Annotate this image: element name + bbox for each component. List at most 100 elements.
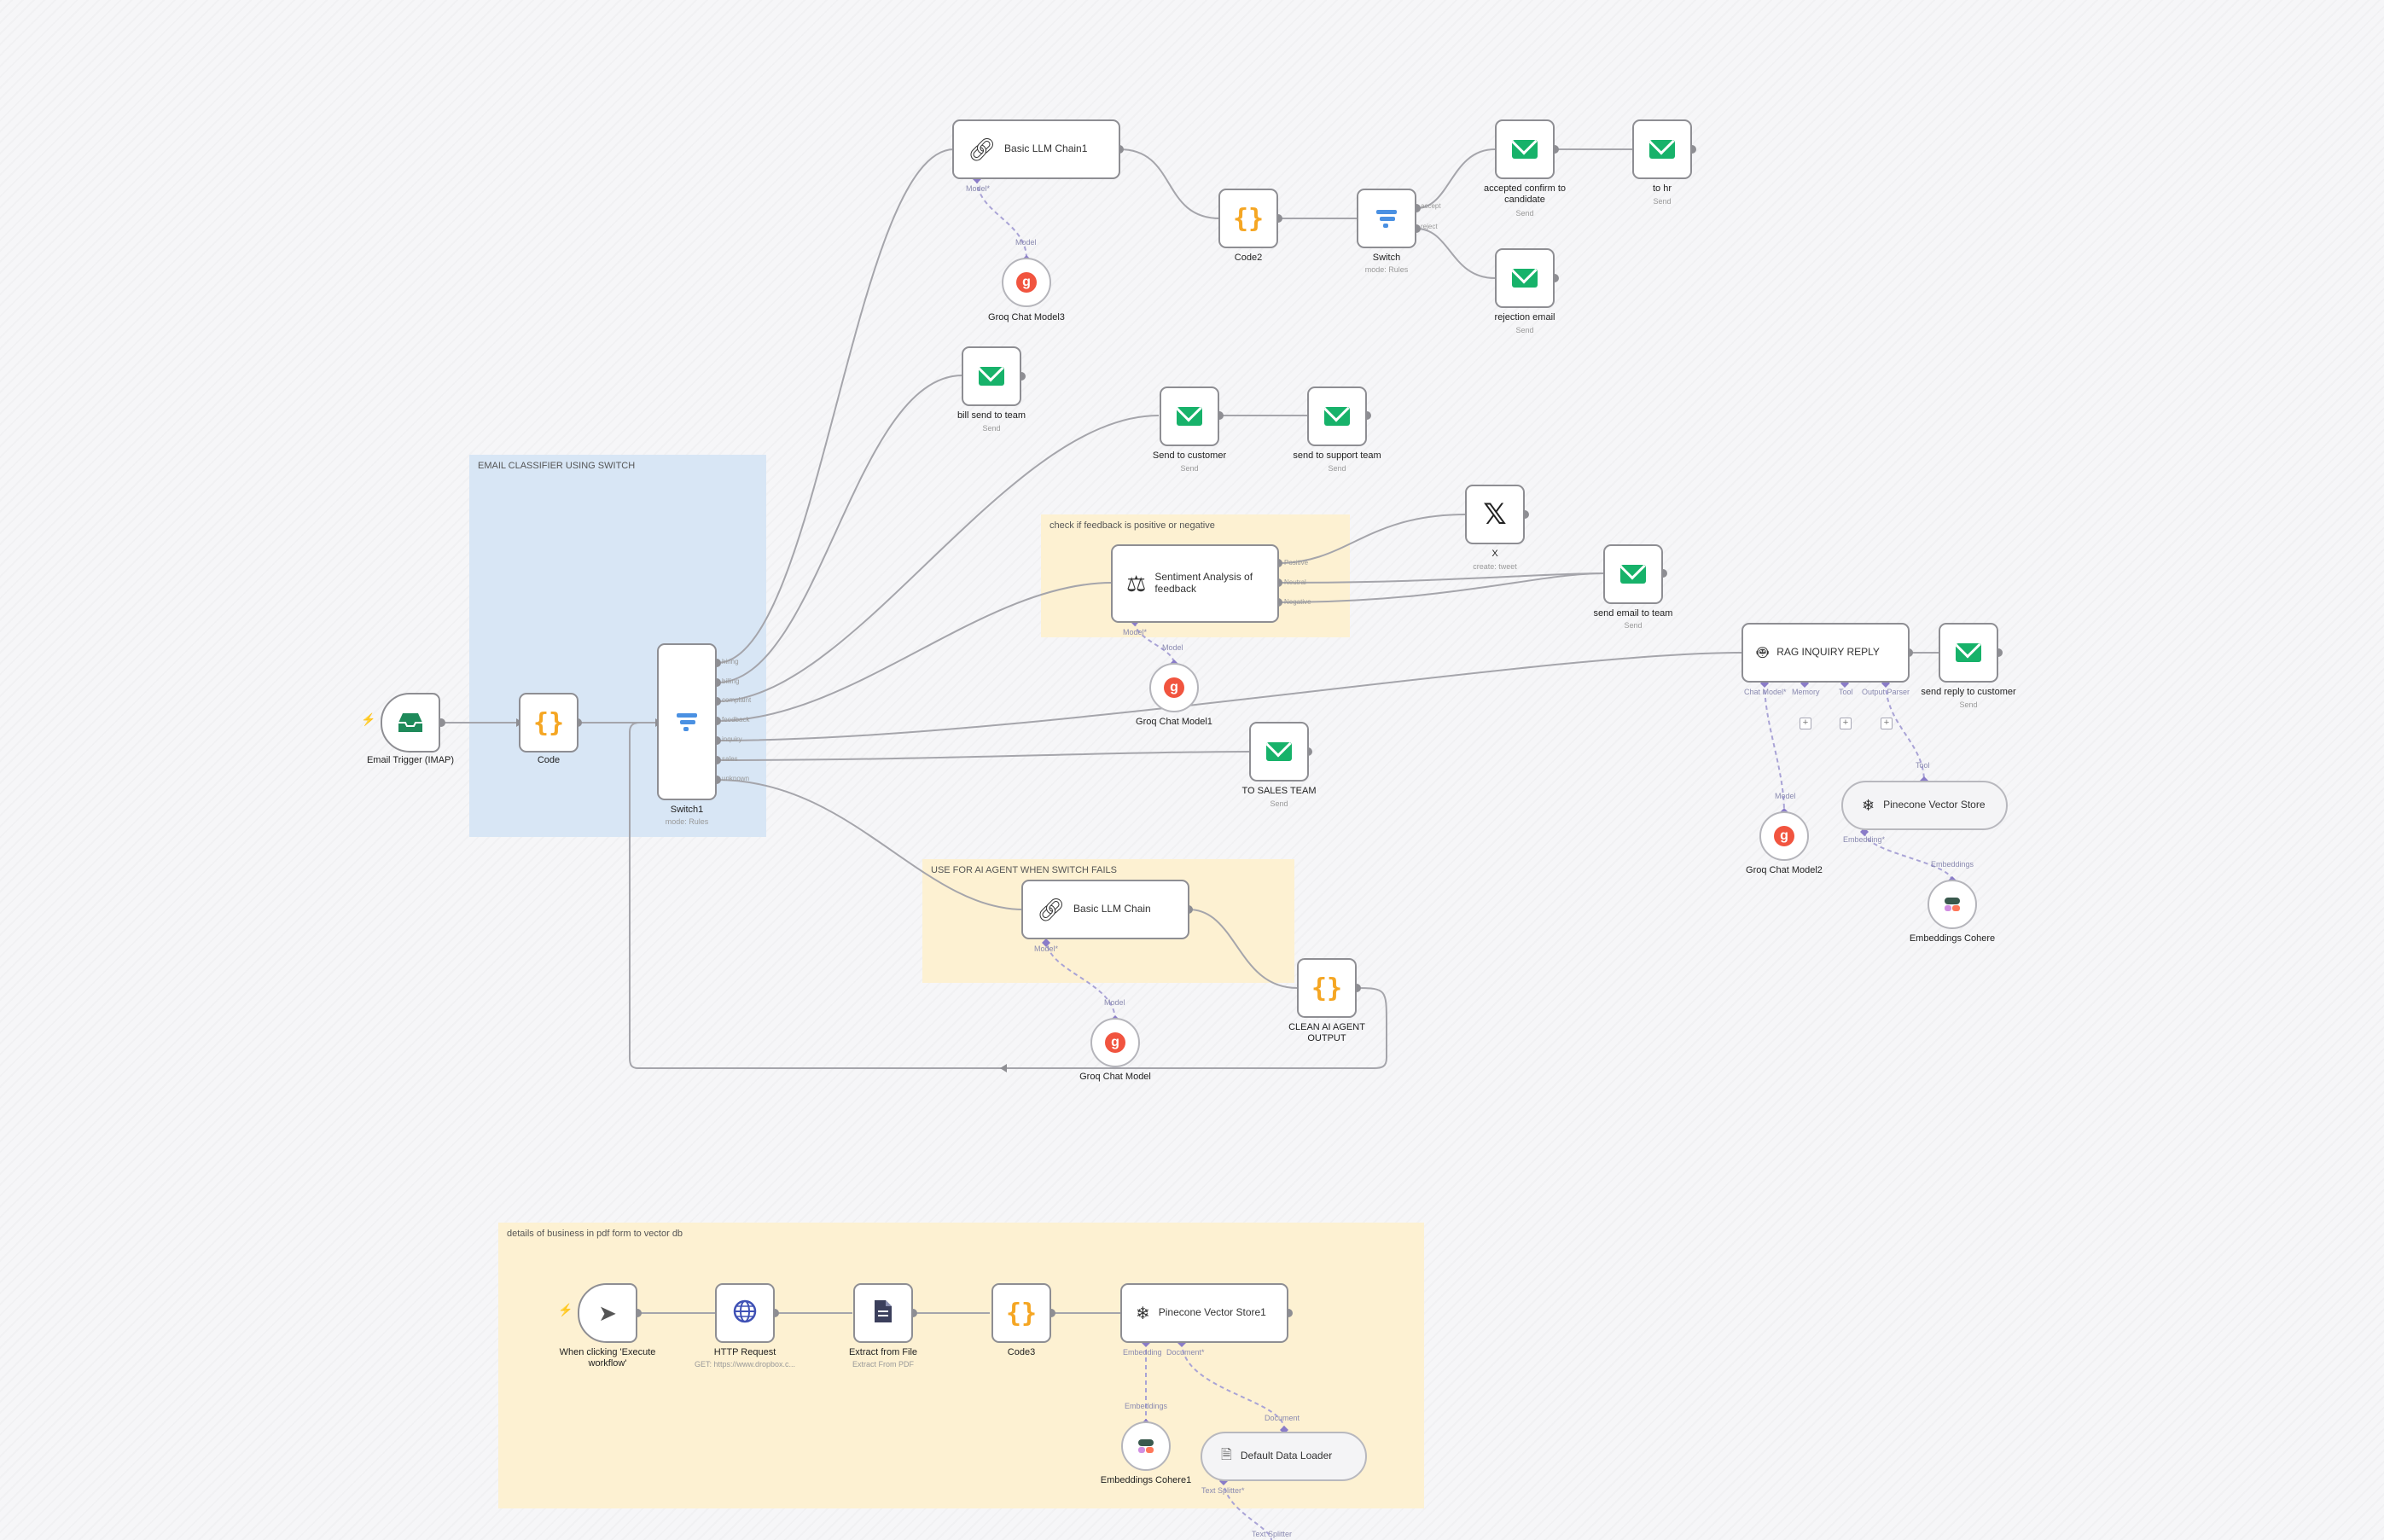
node-title: Send to customer <box>1152 450 1227 461</box>
output-label: sales <box>722 755 738 763</box>
groq-chat-model3-node[interactable]: g <box>1002 258 1051 307</box>
code-node[interactable]: {} <box>519 693 579 753</box>
node-title: Groq Chat Model1 <box>1136 717 1212 727</box>
node-title: TO SALES TEAM <box>1241 786 1317 796</box>
bill-send-node[interactable] <box>962 346 1021 406</box>
port-label: Model <box>1775 792 1796 800</box>
mail-icon <box>1649 140 1675 159</box>
groq-icon: g <box>1164 677 1184 698</box>
node-subtitle: Send <box>1515 326 1534 334</box>
node-subtitle: Send <box>1328 464 1346 473</box>
output-label: Negative <box>1284 598 1311 606</box>
node-title: send to support team <box>1293 450 1381 461</box>
trigger-bolt-icon: ⚡ <box>361 712 376 726</box>
node-title: Embeddings Cohere1 <box>1100 1475 1192 1485</box>
embeddings-cohere-node[interactable] <box>1928 880 1977 929</box>
port-label: Chat Model* <box>1744 688 1787 696</box>
trigger-bolt-icon: ⚡ <box>558 1303 573 1316</box>
node-title: X <box>1491 549 1498 559</box>
node-title: Switch1 <box>670 805 704 815</box>
node-title: Embeddings Cohere <box>1909 933 1996 944</box>
node-title: Extract from File <box>848 1347 918 1357</box>
manual-trigger-node[interactable]: ➤ <box>578 1283 637 1343</box>
mail-icon <box>1956 643 1981 662</box>
extract-from-file-node[interactable] <box>853 1283 913 1343</box>
switch1-node[interactable] <box>657 643 717 800</box>
pinecone-icon: ❄ <box>1136 1304 1150 1323</box>
mail-icon <box>1512 140 1538 159</box>
basic-llm-chain1-node[interactable]: 🔗︎ Basic LLM Chain1 <box>952 119 1120 179</box>
document-icon: 🗎︎ <box>1221 1447 1232 1462</box>
port-label: Document* <box>1166 1348 1205 1357</box>
port-label: Embedding* <box>1843 835 1886 844</box>
default-data-loader-node[interactable]: 🗎︎ Default Data Loader <box>1201 1432 1367 1481</box>
add-output-parser-button[interactable]: + <box>1881 718 1893 729</box>
send-to-customer-node[interactable] <box>1160 386 1219 446</box>
node-title: Code2 <box>1234 253 1263 263</box>
sticky-title: details of business in pdf form to vecto… <box>507 1229 683 1239</box>
node-title: to hr <box>1652 183 1672 194</box>
node-title: Default Data Loader <box>1240 1450 1333 1462</box>
mail-icon <box>1266 742 1292 761</box>
rejection-email-node[interactable] <box>1495 248 1555 308</box>
output-label: reject <box>1421 223 1438 230</box>
code2-node[interactable]: {} <box>1218 189 1278 248</box>
node-title: accepted confirm to candidate <box>1484 183 1566 205</box>
switch-icon <box>675 711 699 733</box>
accepted-confirm-node[interactable] <box>1495 119 1555 179</box>
send-reply-customer-node[interactable] <box>1939 623 1998 683</box>
port-label: Memory <box>1792 688 1820 696</box>
output-label: complaint <box>722 696 752 704</box>
sticky-title: USE FOR AI AGENT WHEN SWITCH FAILS <box>931 865 1117 875</box>
node-title: Groq Chat Model3 <box>988 312 1065 323</box>
code3-node[interactable]: {} <box>991 1283 1051 1343</box>
node-title: When clicking 'Execute workflow' <box>559 1347 656 1369</box>
rag-inquiry-agent-node[interactable]: 🤖︎ RAG INQUIRY REPLY <box>1741 623 1910 683</box>
chain-link-icon: 🔗︎ <box>1037 896 1066 922</box>
embeddings-cohere1-node[interactable] <box>1121 1421 1171 1471</box>
node-title: Basic LLM Chain <box>1073 903 1151 915</box>
node-title: Groq Chat Model <box>1079 1072 1151 1082</box>
pinecone-vector-store-node[interactable]: ❄ Pinecone Vector Store <box>1841 781 2008 830</box>
node-subtitle: mode: Rules <box>665 817 709 826</box>
braces-icon: {} <box>1005 1298 1038 1328</box>
groq-chat-model1-node[interactable]: g <box>1149 663 1199 712</box>
cursor-icon: ➤ <box>598 1299 617 1326</box>
sentiment-analysis-node[interactable]: ⚖ Sentiment Analysis of feedback <box>1111 544 1279 623</box>
inbox-icon <box>396 711 425 735</box>
file-icon <box>872 1299 894 1328</box>
port-label: Model* <box>1034 944 1059 953</box>
node-subtitle: GET: https://www.dropbox.c... <box>694 1360 796 1369</box>
port-label: Embeddings <box>1931 860 1974 869</box>
node-subtitle: Extract From PDF <box>852 1360 914 1369</box>
globe-icon <box>732 1299 758 1328</box>
node-title: CLEAN AI AGENT OUTPUT <box>1288 1022 1365 1043</box>
sticky-title: check if feedback is positive or negativ… <box>1050 520 1215 531</box>
node-title: Code3 <box>1007 1347 1036 1357</box>
add-tool-button[interactable]: + <box>1840 718 1852 729</box>
mail-icon <box>1177 407 1202 426</box>
node-title: Code <box>537 755 561 765</box>
clean-ai-output-node[interactable]: {} <box>1297 958 1357 1018</box>
to-sales-team-node[interactable] <box>1249 722 1309 782</box>
http-request-node[interactable] <box>715 1283 775 1343</box>
output-label: billing <box>722 677 740 685</box>
cohere-icon <box>1137 1438 1154 1454</box>
port-label: Text Splitter* <box>1201 1486 1245 1495</box>
add-memory-button[interactable]: + <box>1800 718 1811 729</box>
switch-node[interactable] <box>1357 189 1416 248</box>
node-title: rejection email <box>1494 312 1555 323</box>
sticky-title: EMAIL CLASSIFIER USING SWITCH <box>478 461 636 471</box>
send-to-support-node[interactable] <box>1307 386 1367 446</box>
send-email-team-node[interactable] <box>1603 544 1663 604</box>
node-title: Groq Chat Model2 <box>1746 865 1823 875</box>
x-node[interactable]: 𝕏 <box>1465 485 1525 544</box>
groq-icon: g <box>1105 1032 1125 1053</box>
basic-llm-chain-node[interactable]: 🔗︎ Basic LLM Chain <box>1021 880 1189 939</box>
groq-chat-model-node[interactable]: g <box>1090 1018 1140 1067</box>
email-trigger-node[interactable] <box>381 693 440 753</box>
groq-chat-model2-node[interactable]: g <box>1759 811 1809 861</box>
pinecone-vector-store1-node[interactable]: ❄ Pinecone Vector Store1 <box>1120 1283 1288 1343</box>
to-hr-node[interactable] <box>1632 119 1692 179</box>
